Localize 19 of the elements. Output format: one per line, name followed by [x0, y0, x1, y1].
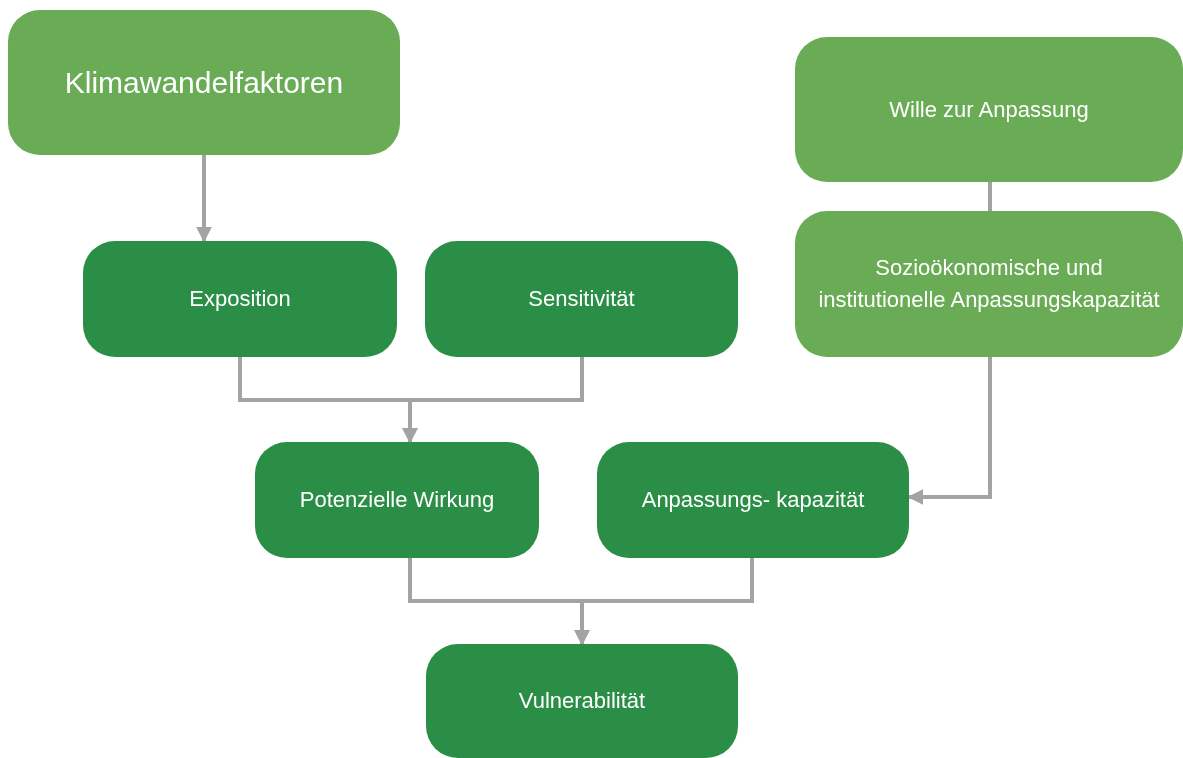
factor-box: [795, 211, 1183, 357]
arrow: [196, 155, 212, 243]
box-label: Klimawandelfaktoren: [64, 64, 344, 101]
process-box: [83, 241, 397, 357]
process-box: [597, 442, 909, 558]
box-label: Vulnerabilität: [518, 687, 646, 716]
box-label: Sensitivität: [528, 285, 635, 314]
result-box: [426, 644, 738, 758]
connector-line: [988, 182, 992, 211]
process-box: [255, 442, 539, 558]
arrow: [907, 357, 992, 505]
box-label: Wille zur Anpassung: [889, 95, 1089, 124]
box-label: Potenzielle Wirkung: [299, 486, 495, 515]
box-label: Exposition: [189, 285, 291, 314]
factor-box: [8, 10, 400, 155]
box-label: Anpassungs- kapazität: [641, 486, 865, 515]
factor-box: [795, 37, 1183, 182]
box-label: Sozioökonomische und institutionelle Anpassungskapazität: [817, 254, 1161, 314]
process-box: [425, 241, 738, 357]
